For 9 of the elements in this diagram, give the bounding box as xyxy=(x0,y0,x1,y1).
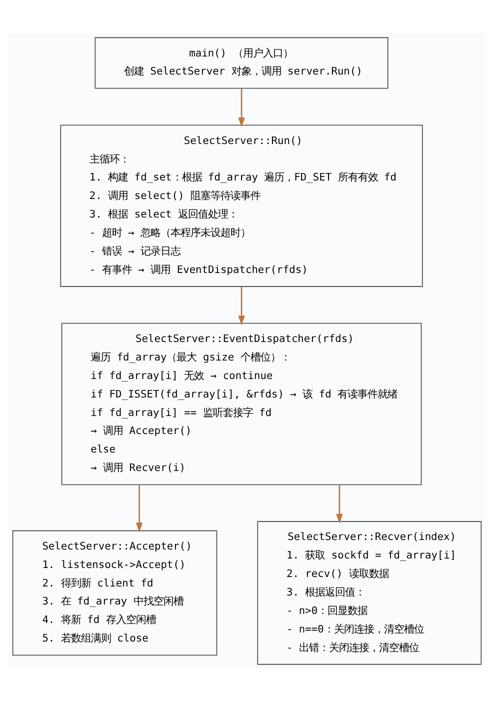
node-box: SelectServer::Accepter() 1. listensock->Accept() 2. 得到新 client fd 3. 在 fd_array 中找空闲槽 4. 将新 fd 存入空闲槽 5. 若数组满则 close xyxy=(12,530,218,656)
arrow xyxy=(336,484,343,524)
arrow xyxy=(238,88,245,128)
arrow xyxy=(238,287,245,326)
node-box: SelectServer::Recver(index) 1. 获取 sockfd = fd_array[i] 2. recv() 读取数据 3. 根据返回值： - n>0：回显数据 - n==0：关闭连接，清空槽位 - 出错：关闭连接，清空槽位 xyxy=(257,521,482,665)
node-box: SelectServer::Run() 主循环： 1. 构建 fd_set：根据 fd_array 遍历，FD_SET 所有有效 fd 2. 调用 select() 阻塞等待读事件 3. 根据 select 返回值处理： - 超时 → 忽略（本程序未设超时） - 错误 → 记录日志 - 有事件 → 调用 EventDispatcher(rfds) xyxy=(60,124,423,287)
node-box: SelectServer::EventDispatcher(rfds) 遍历 fd_array（最大 gsize 个槽位）： if fd_array[i] 无效 → continue if FD_ISSET(fd_array[i], &rfds) → 该 fd 有读事件就绪 if fd_array[i] == 监听套接字 fd → 调用 Accepter() else → 调用 Recver(i) xyxy=(61,322,422,486)
arrow xyxy=(136,484,143,532)
node-box: main() （用户入口） 创建 SelectServer 对象，调用 server.Run() xyxy=(94,37,388,89)
